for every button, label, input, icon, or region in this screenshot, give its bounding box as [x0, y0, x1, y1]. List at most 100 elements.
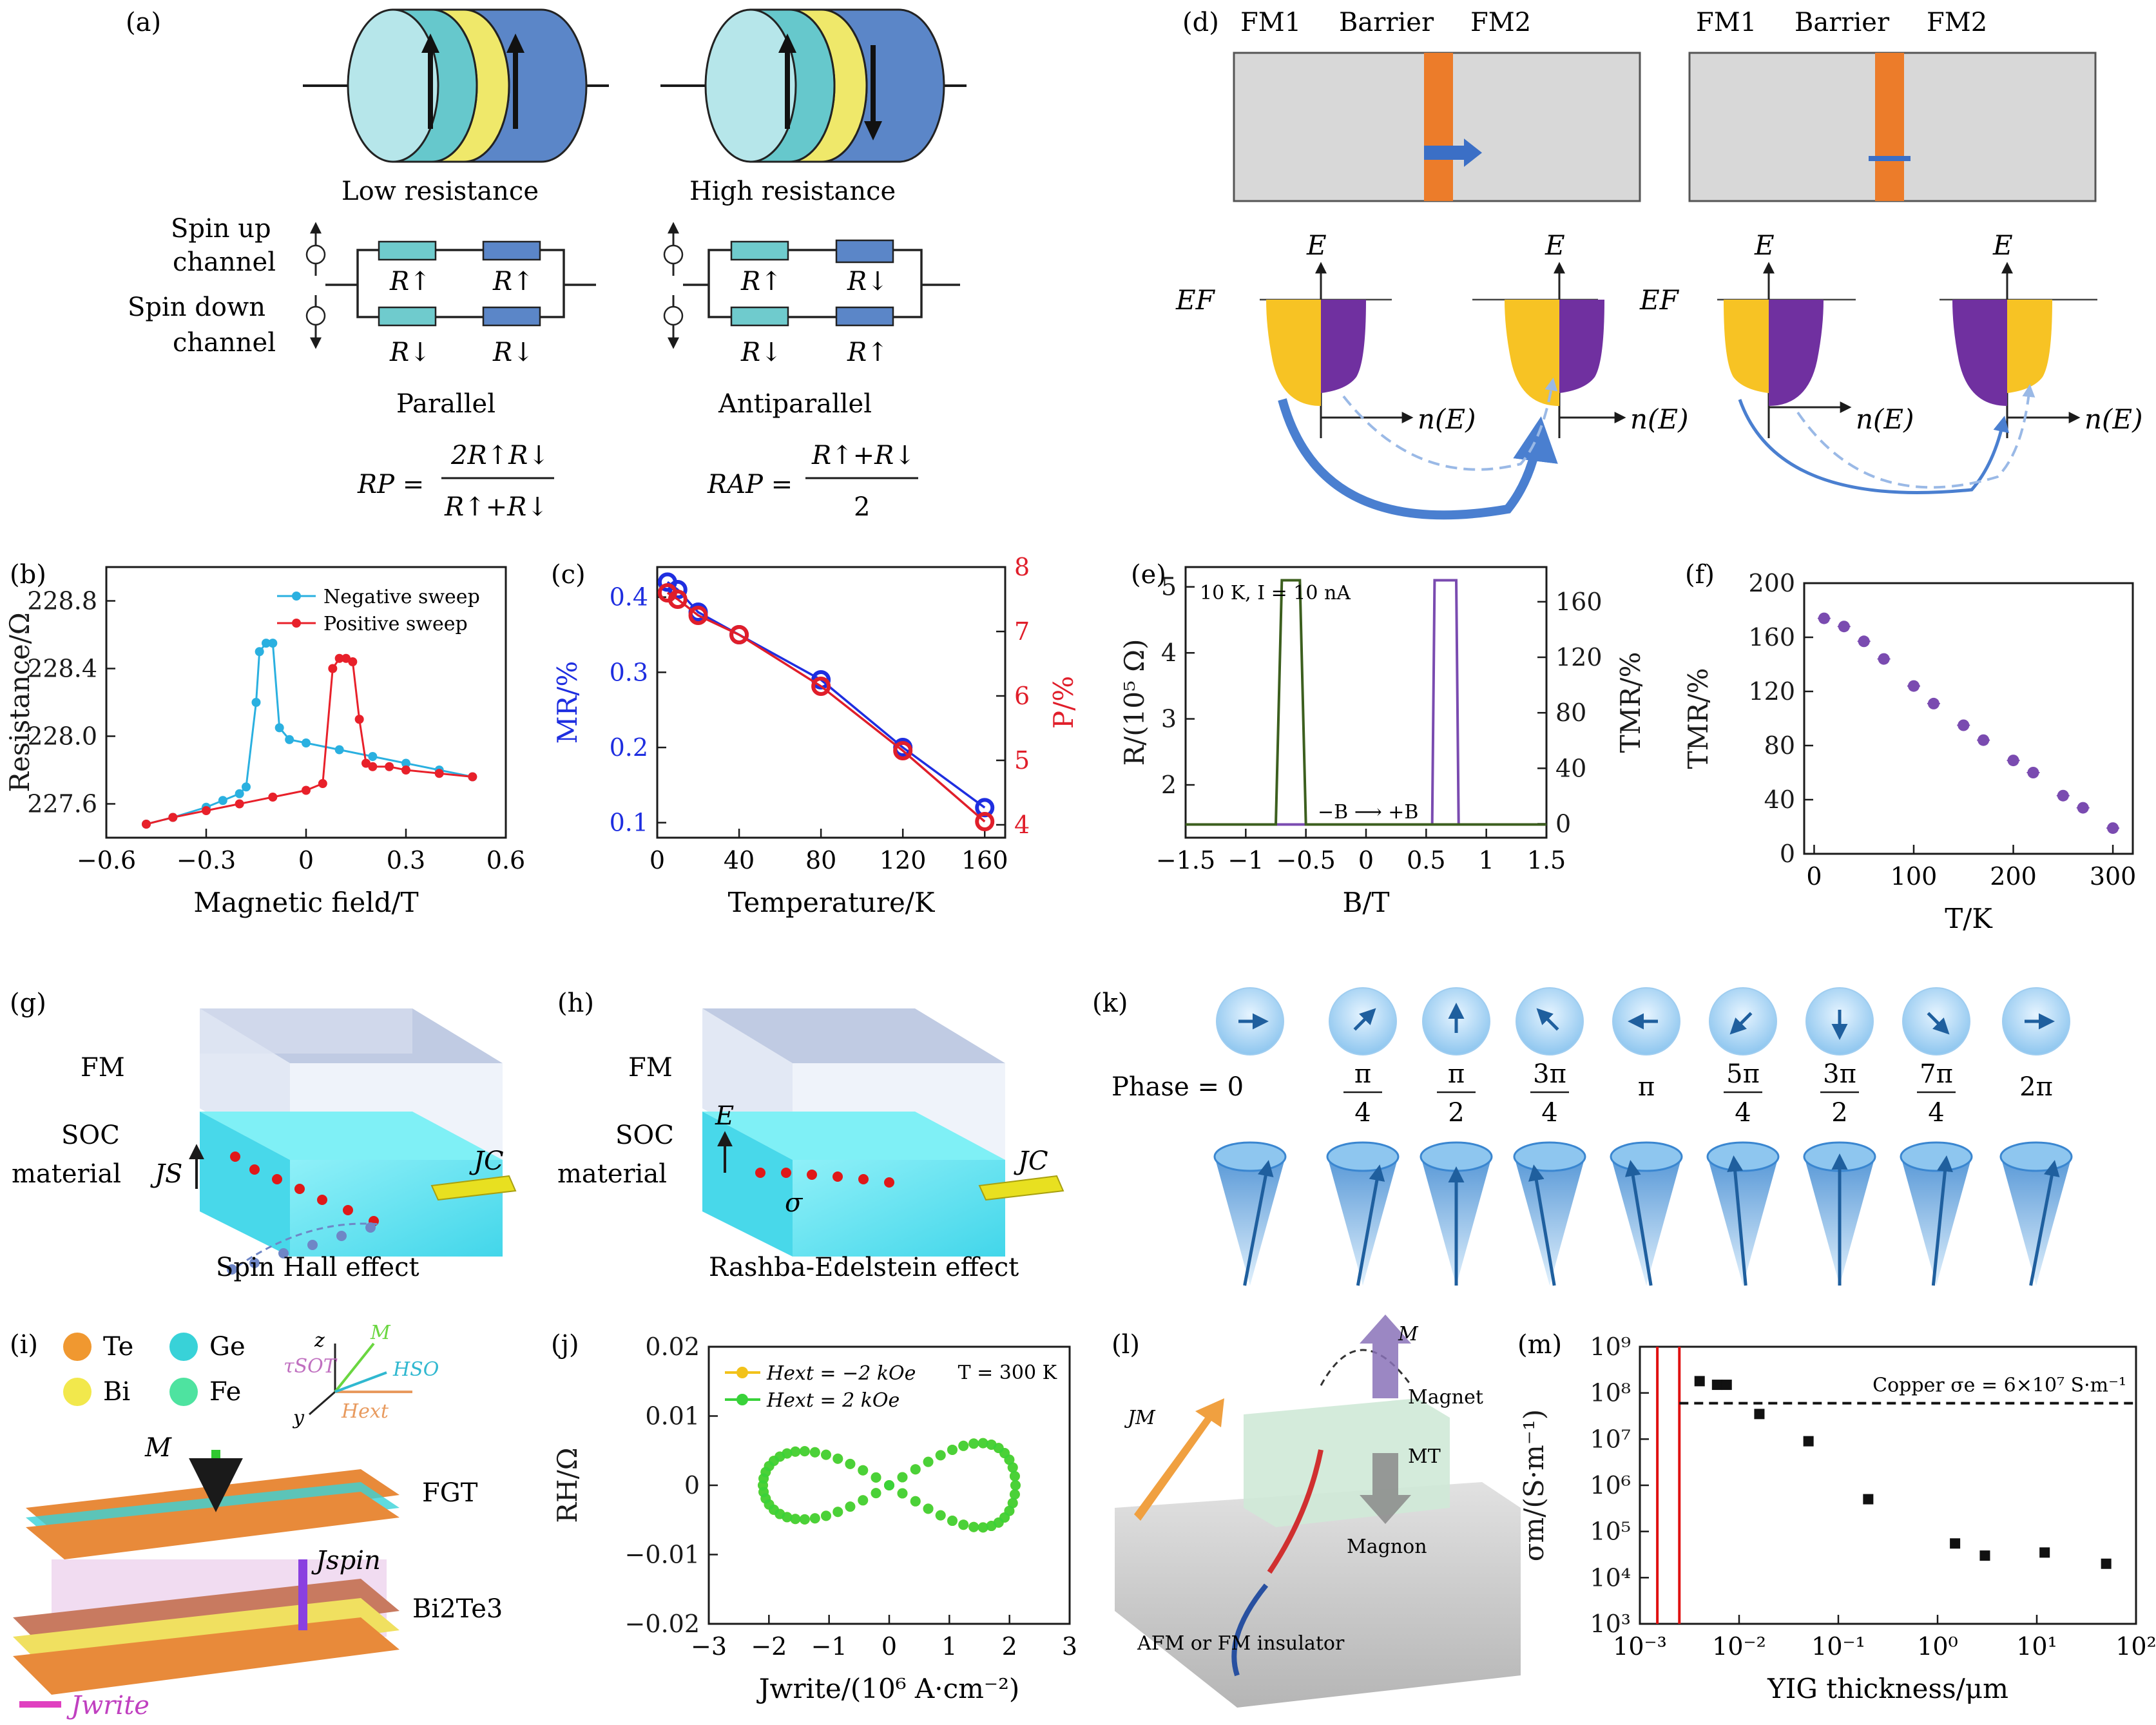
svg-text:material: material [557, 1159, 667, 1189]
bi-atom-icon [63, 1378, 91, 1406]
series-line [666, 592, 986, 823]
x-tick-label: 10⁰ [1917, 1632, 1958, 1661]
data-point [1908, 680, 1920, 692]
svg-text:n(E): n(E) [2084, 403, 2142, 435]
panel-j-label: (j) [551, 1330, 579, 1360]
y-tick-label: 0 [684, 1471, 700, 1499]
data-point [2107, 822, 2119, 834]
x-tick-label: 10⁻¹ [1811, 1632, 1865, 1661]
data-point [833, 1507, 843, 1518]
x-tick-label: 1.5 [1527, 846, 1566, 874]
r-up-label: R↑ [740, 267, 782, 296]
data-point [302, 785, 311, 795]
y-tick-label: 0 [1555, 809, 1571, 838]
data-point [1858, 635, 1870, 648]
data-point [242, 782, 251, 792]
data-point [858, 1465, 869, 1476]
spin-down-channel-label: channel [173, 328, 276, 358]
y-tick-label: 4 [1161, 639, 1177, 667]
x-tick-label: 0 [1806, 862, 1822, 891]
data-point [1863, 1494, 1874, 1505]
phase-denominator: 4 [1928, 1098, 1944, 1128]
x-tick-label: −1.5 [1156, 846, 1215, 874]
y-tick-label: 200 [1748, 569, 1795, 597]
antiparallel-circuit: R↑ R↓ R↓ R↑ [663, 222, 960, 367]
legend-marker [736, 1394, 748, 1405]
cone-icon [1611, 1157, 1682, 1286]
data-point [274, 723, 284, 733]
cone-icon [1327, 1157, 1398, 1286]
x-tick-label: 0.6 [486, 846, 525, 874]
svg-text:RAP =: RAP = [707, 470, 793, 499]
jspin-label: Jspin [311, 1546, 381, 1576]
panel-l: (l) M Magnet MT Magnon JM AFM or FM insu… [1112, 1315, 1521, 1708]
data-point [1004, 1454, 1015, 1465]
data-point [468, 772, 477, 782]
data-point [2057, 789, 2069, 802]
phase-numerator: 7π [1920, 1059, 1953, 1089]
y-tick-label: 8 [1014, 553, 1030, 581]
phase-numerator: π [1448, 1059, 1465, 1089]
plot-frame [656, 566, 1006, 839]
x-tick-label: −1 [811, 1632, 847, 1661]
data-point [1978, 734, 1990, 746]
x-tick-label: 100 [1891, 862, 1938, 891]
svg-text:2: 2 [854, 492, 870, 522]
x-tick-label: 1 [941, 1632, 957, 1661]
y-tick-label: 10⁷ [1590, 1425, 1631, 1453]
data-point [268, 793, 278, 802]
electron-icon [305, 244, 326, 265]
panel-g-label: (g) [10, 988, 46, 1018]
spin-vector-icon [1624, 1160, 1653, 1286]
data-point [235, 789, 244, 798]
data-point [975, 812, 995, 831]
plot-frame [1184, 566, 1548, 839]
bi2te3-label: Bi2Te3 [412, 1594, 503, 1624]
rashba-caption: Rashba-Edelstein effect [709, 1253, 1019, 1282]
data-point [1007, 1462, 1018, 1473]
data-point [958, 1519, 969, 1530]
js-label: JS [150, 1159, 182, 1189]
electron-icon [663, 305, 684, 326]
data-point [1878, 653, 1890, 665]
cone-icon [2001, 1157, 2072, 1286]
y-tick-label: 0.1 [610, 809, 648, 837]
x-tick-label: −3 [691, 1632, 727, 1661]
svg-text:E: E [1306, 229, 1327, 261]
cone-icon [1901, 1157, 1972, 1286]
series-line [1186, 579, 1546, 826]
data-point [401, 766, 410, 775]
data-point [202, 806, 211, 815]
y-tick-label: −0.02 [625, 1610, 700, 1638]
legend-entry: Negative sweep [323, 586, 480, 608]
r-down-label: R↓ [389, 338, 431, 367]
data-point [799, 1514, 810, 1525]
y-axis-label: MR/% [552, 661, 583, 744]
data-point [790, 1514, 801, 1525]
x-axis-label: Magnetic field/T [193, 887, 418, 918]
spin-arrow-icon [1729, 1012, 1753, 1035]
plot-frame [1803, 582, 2134, 855]
x-tick-label: 2 [1002, 1632, 1017, 1661]
data-point [268, 639, 278, 648]
cone-top [1326, 1141, 1400, 1172]
data-point [218, 796, 227, 805]
fermi-level-label: EF [1639, 284, 1680, 316]
y-tick-label: 10⁵ [1590, 1518, 1631, 1546]
panel-k-label: (k) [1092, 988, 1128, 1018]
data-point [2039, 1547, 2050, 1558]
fermi-level-label: EF [1175, 284, 1216, 316]
data-point [262, 639, 271, 648]
spin-hall-caption: Spin Hall effect [216, 1253, 419, 1282]
x-axis-label: T/K [1945, 903, 1993, 934]
data-point [821, 1449, 831, 1460]
y-axis-label: TMR/% [1682, 668, 1714, 769]
cone-top [1513, 1141, 1586, 1172]
data-point [1721, 1380, 1732, 1391]
x-tick-label: −0.5 [1276, 846, 1336, 874]
svg-text:SOC: SOC [615, 1121, 674, 1150]
data-point [947, 1444, 958, 1455]
mtj-antiparallel-stack [660, 8, 967, 163]
